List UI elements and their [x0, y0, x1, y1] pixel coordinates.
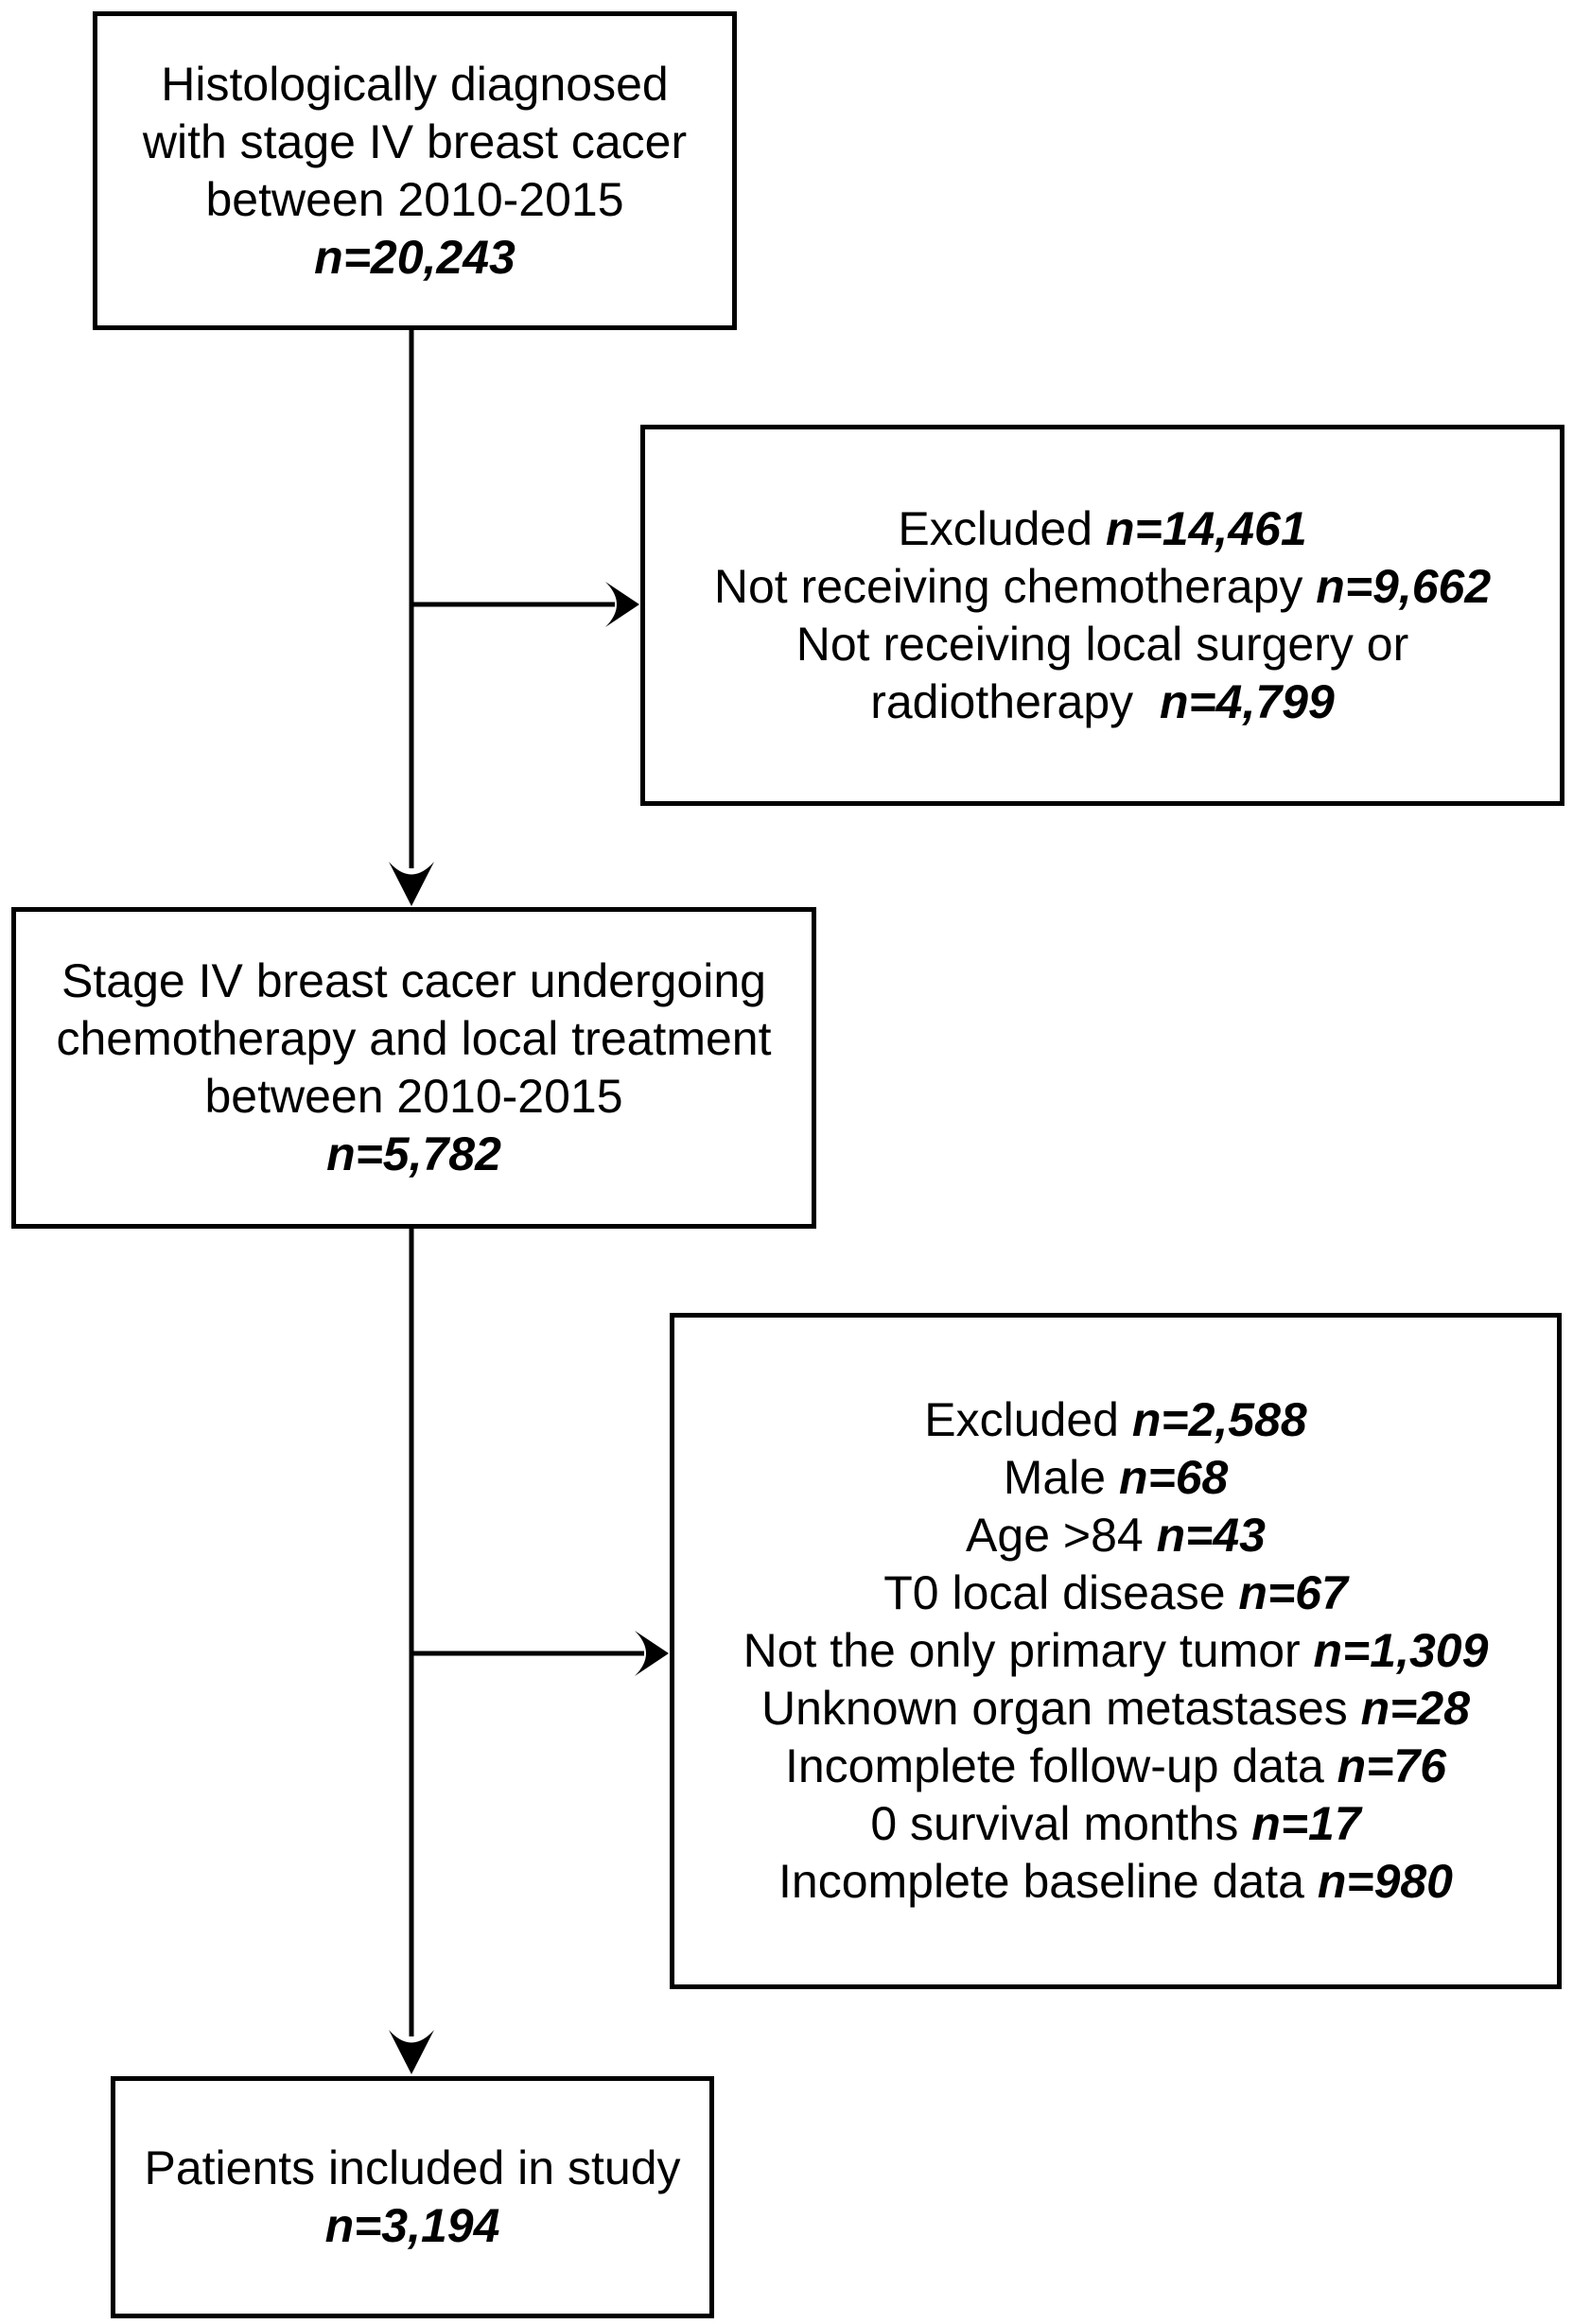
- box-text-line: n=3,194: [115, 2197, 709, 2255]
- text-segment: between 2010-2015: [205, 172, 624, 226]
- arrowhead-right-excluded-1-icon: [605, 582, 639, 627]
- count-value: n=3,194: [324, 2199, 500, 2252]
- text-segment: Excluded: [924, 1393, 1132, 1446]
- text-segment: with stage IV breast cacer: [142, 114, 688, 168]
- box-text-line: Male n=68: [674, 1449, 1557, 1507]
- text-segment: between 2010-2015: [204, 1070, 623, 1123]
- count-value: n=9,662: [1316, 559, 1492, 613]
- box-text-line: Patients included in study: [115, 2140, 709, 2197]
- text-segment: chemotherapy and local treatment: [56, 1012, 772, 1065]
- text-segment: T0 local disease: [883, 1566, 1239, 1619]
- text-segment: Excluded: [898, 501, 1106, 555]
- text-segment: 0 survival months: [870, 1797, 1252, 1850]
- box-text-line: Not the only primary tumor n=1,309: [674, 1622, 1557, 1680]
- box-text-line: Excluded n=14,461: [645, 500, 1560, 558]
- box-text-line: Not receiving chemotherapy n=9,662: [645, 558, 1560, 616]
- count-value: n=1,309: [1313, 1624, 1489, 1677]
- arrowhead-down-undergoing-icon: [389, 862, 434, 906]
- text-segment: Incomplete baseline data: [778, 1855, 1318, 1908]
- count-value: n=14,461: [1105, 501, 1307, 555]
- text-segment: Male: [1003, 1451, 1119, 1504]
- text-segment: Incomplete follow-up data: [784, 1739, 1337, 1792]
- count-value: n=4,799: [1159, 674, 1335, 728]
- text-segment: Unknown organ metastases: [760, 1682, 1361, 1735]
- count-value: n=980: [1317, 1855, 1453, 1908]
- box-text-line: Age >84 n=43: [674, 1507, 1557, 1564]
- box-text-line: Stage IV breast cacer undergoing: [16, 952, 812, 1010]
- count-value: n=5,782: [326, 1127, 501, 1180]
- text-segment: radiotherapy: [870, 674, 1160, 728]
- count-value: n=43: [1156, 1509, 1266, 1562]
- box-text-line: radiotherapy n=4,799: [645, 673, 1560, 731]
- box-text-line: Incomplete follow-up data n=76: [674, 1738, 1557, 1795]
- text-segment: Patients included in study: [144, 2141, 681, 2194]
- count-value: n=17: [1251, 1797, 1361, 1850]
- box-text-line: n=5,782: [16, 1126, 812, 1183]
- box-text-line: with stage IV breast cacer: [97, 114, 732, 171]
- count-value: n=20,243: [314, 230, 516, 284]
- text-segment: Not receiving chemotherapy: [713, 559, 1317, 613]
- box-text-line: between 2010-2015: [16, 1068, 812, 1126]
- box-text-line: Incomplete baseline data n=980: [674, 1853, 1557, 1911]
- arrowhead-right-excluded-2-icon: [635, 1631, 669, 1676]
- box-text-line: between 2010-2015: [97, 171, 732, 229]
- count-value: n=67: [1238, 1566, 1348, 1619]
- count-value: n=2,588: [1131, 1393, 1307, 1446]
- text-segment: Histologically diagnosed: [161, 57, 669, 111]
- box-text-line: Unknown organ metastases n=28: [674, 1680, 1557, 1738]
- box-text-line: chemotherapy and local treatment: [16, 1010, 812, 1068]
- box-text-line: Not receiving local surgery or: [645, 616, 1560, 673]
- text-segment: Age >84: [966, 1509, 1157, 1562]
- box-text-line: T0 local disease n=67: [674, 1564, 1557, 1622]
- box-text-line: 0 survival months n=17: [674, 1795, 1557, 1853]
- box-text-line: Histologically diagnosed: [97, 56, 732, 114]
- count-value: n=28: [1360, 1682, 1471, 1735]
- count-value: n=68: [1118, 1451, 1229, 1504]
- text-segment: Stage IV breast cacer undergoing: [61, 954, 766, 1007]
- box-text-line: Excluded n=2,588: [674, 1391, 1557, 1449]
- count-value: n=76: [1337, 1739, 1447, 1792]
- text-segment: Not the only primary tumor: [743, 1624, 1314, 1677]
- arrowhead-down-included-icon: [389, 2030, 434, 2074]
- box-text-line: n=20,243: [97, 229, 732, 287]
- text-segment: Not receiving local surgery or: [795, 617, 1409, 671]
